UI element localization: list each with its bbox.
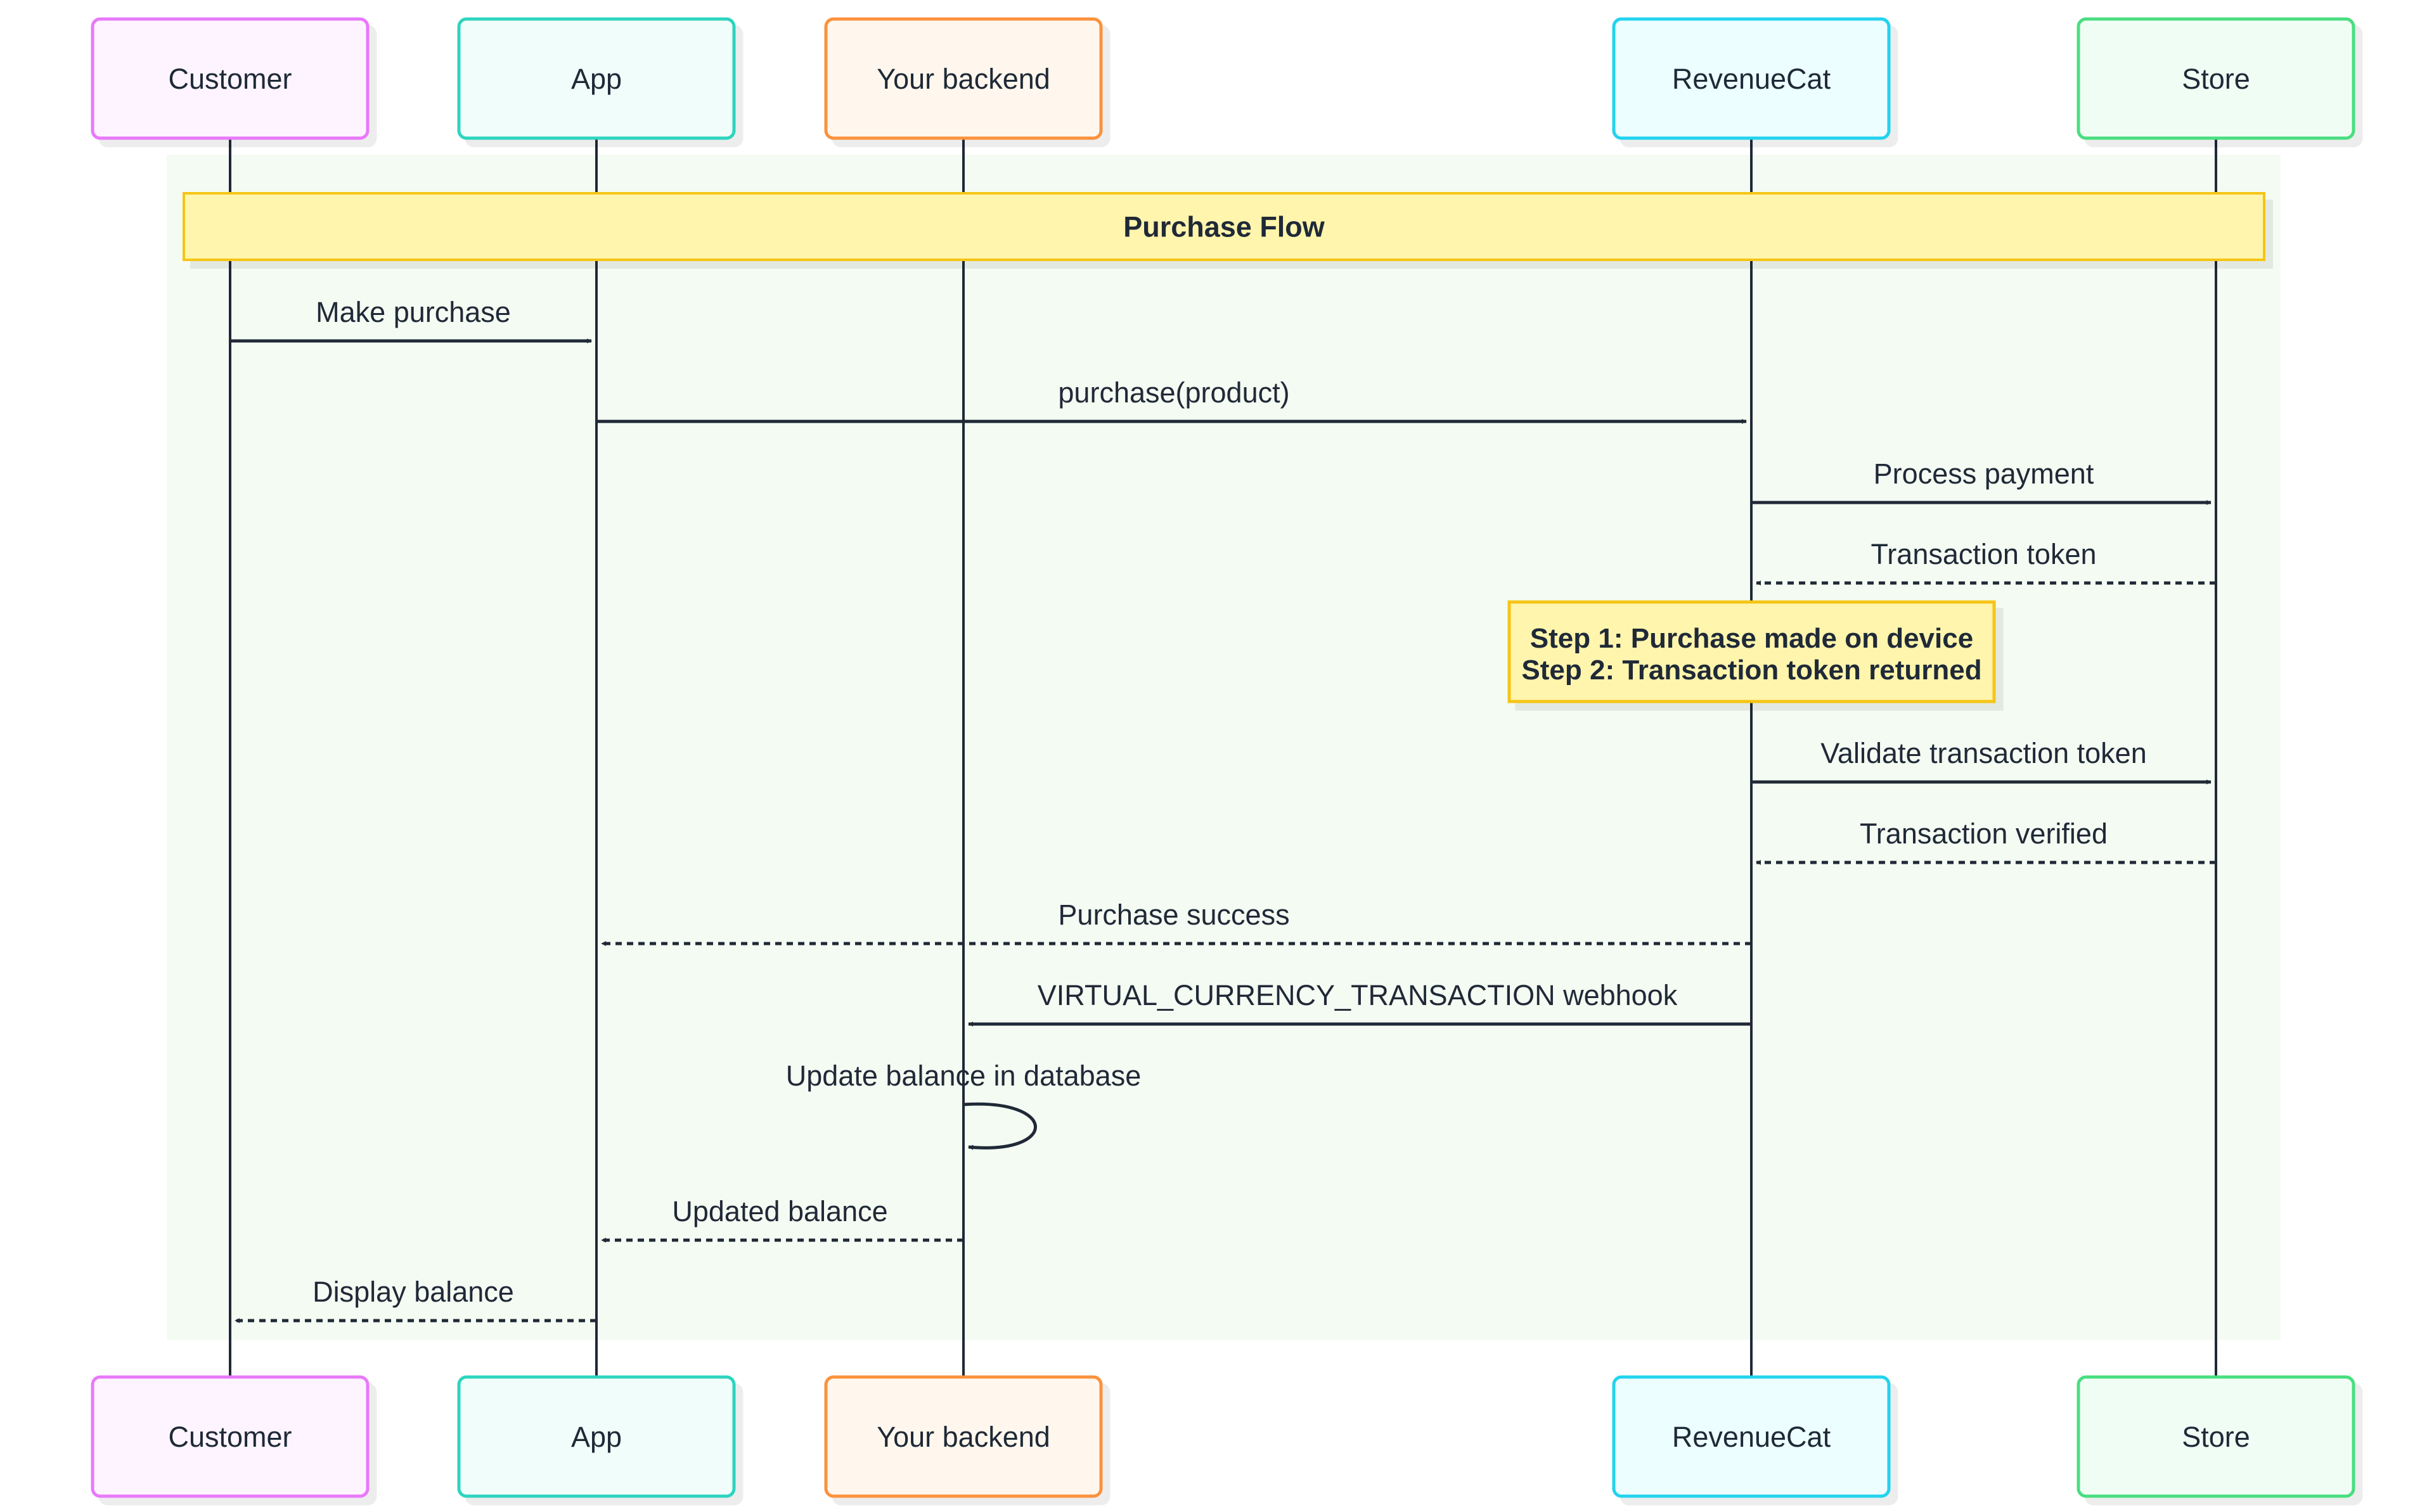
actor-box	[91, 1375, 370, 1498]
actor-app-top: App	[457, 17, 736, 140]
message-label: Purchase success	[1058, 899, 1289, 931]
actor-backend-top: Your backend	[824, 17, 1103, 140]
actor-box	[1612, 1375, 1891, 1498]
actor-label: Your backend	[877, 63, 1050, 95]
message-label: Updated balance	[672, 1195, 887, 1227]
message-9: Update balance in database	[786, 1060, 1141, 1150]
message-7: Purchase success	[601, 899, 1751, 946]
group-header	[183, 192, 2265, 261]
message-label: Transaction verified	[1860, 817, 2108, 850]
actor-store-bottom: Store	[2077, 1375, 2355, 1498]
message-label: Validate transaction token	[1820, 737, 2147, 769]
actor-label: Your backend	[877, 1421, 1050, 1453]
actor-store-top: Store	[2077, 17, 2355, 140]
message-3: Process payment	[1751, 458, 2212, 505]
actor-label: Store	[2182, 63, 2250, 95]
message-label: Process payment	[1874, 458, 2094, 490]
actor-box	[457, 1375, 736, 1498]
message-4: Transaction token	[1756, 538, 2216, 586]
actor-customer-bottom: Customer	[91, 1375, 370, 1498]
message-1: Make purchase	[230, 296, 592, 343]
actor-box	[1612, 17, 1891, 140]
note-box	[1507, 600, 1996, 703]
actor-box	[91, 17, 370, 140]
actor-label: App	[571, 1421, 622, 1453]
actor-revenuecat-bottom: RevenueCat	[1612, 1375, 1891, 1498]
actor-box	[824, 1375, 1103, 1498]
group-title: Purchase Flow	[1123, 211, 1325, 243]
message-arrow	[963, 1102, 1037, 1150]
message-6: Transaction verified	[1756, 817, 2216, 865]
message-8: VIRTUAL_CURRENCY_TRANSACTION webhook	[968, 979, 1751, 1027]
note-line: Step 2: Transaction token returned	[1521, 655, 1981, 686]
actor-box	[824, 17, 1103, 140]
actor-label: Customer	[168, 63, 292, 95]
note-line: Step 1: Purchase made on device	[1530, 623, 1973, 654]
message-label: Make purchase	[316, 296, 511, 328]
actor-revenuecat-top: RevenueCat	[1612, 17, 1891, 140]
message-10: Updated balance	[601, 1195, 963, 1243]
message-label: VIRTUAL_CURRENCY_TRANSACTION webhook	[1038, 979, 1678, 1011]
message-label: purchase(product)	[1058, 376, 1289, 409]
actor-box	[2077, 17, 2355, 140]
actor-label: Store	[2182, 1421, 2250, 1453]
actor-backend-bottom: Your backend	[824, 1375, 1103, 1498]
actor-customer-top: Customer	[91, 17, 370, 140]
actor-app-bottom: App	[457, 1375, 736, 1498]
purchase-flow-group	[167, 155, 2281, 1340]
message-5: Validate transaction token	[1751, 737, 2212, 785]
actor-label: Customer	[168, 1421, 292, 1453]
actor-label: RevenueCat	[1672, 63, 1831, 95]
message-2: purchase(product)	[596, 376, 1747, 424]
actor-box	[457, 17, 736, 140]
message-11: Display balance	[235, 1276, 596, 1323]
message-label: Update balance in database	[786, 1060, 1141, 1092]
actor-label: RevenueCat	[1672, 1421, 1831, 1453]
message-label: Transaction token	[1871, 538, 2096, 570]
actor-box	[2077, 1375, 2355, 1498]
message-label: Display balance	[312, 1276, 514, 1308]
actor-label: App	[571, 63, 622, 95]
